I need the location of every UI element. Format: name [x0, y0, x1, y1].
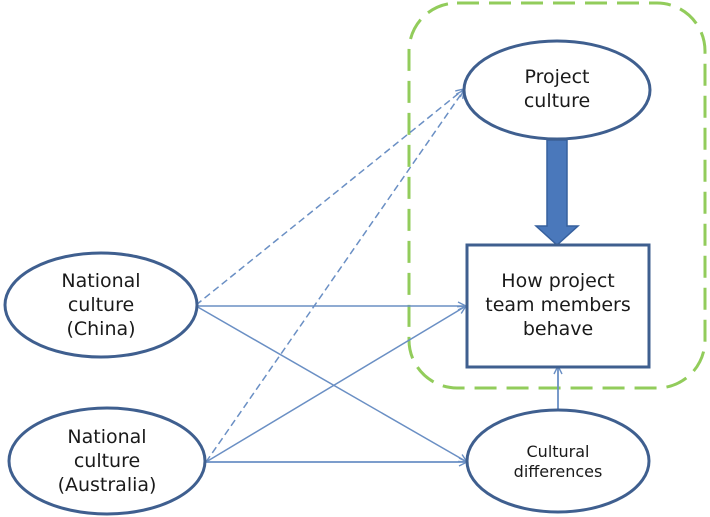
- label-cultural-differences: Cultural differences: [513, 442, 603, 481]
- label-project-culture: Project culture: [523, 66, 591, 112]
- label-national-culture-china: National culture (China): [61, 270, 141, 340]
- edge-australia-to-behaviour: [205, 306, 466, 463]
- label-national-culture-australia: National culture (Australia): [57, 426, 157, 496]
- edge-china-to-cultural-differences: [195, 305, 467, 462]
- edge-china-to-project-culture: [195, 89, 464, 306]
- label-behaviour: How project team members behave: [485, 270, 631, 340]
- project-scope-group-border: [407, 1, 707, 390]
- node-national-culture-china: [3, 251, 199, 359]
- node-cultural-differences: [465, 408, 651, 514]
- node-behaviour: [465, 243, 651, 369]
- block-arrow-project-culture-to-behaviour: [534, 139, 580, 247]
- node-national-culture-australia: [7, 406, 207, 516]
- edge-australia-to-project-culture: [205, 90, 464, 463]
- node-project-culture: [462, 39, 652, 141]
